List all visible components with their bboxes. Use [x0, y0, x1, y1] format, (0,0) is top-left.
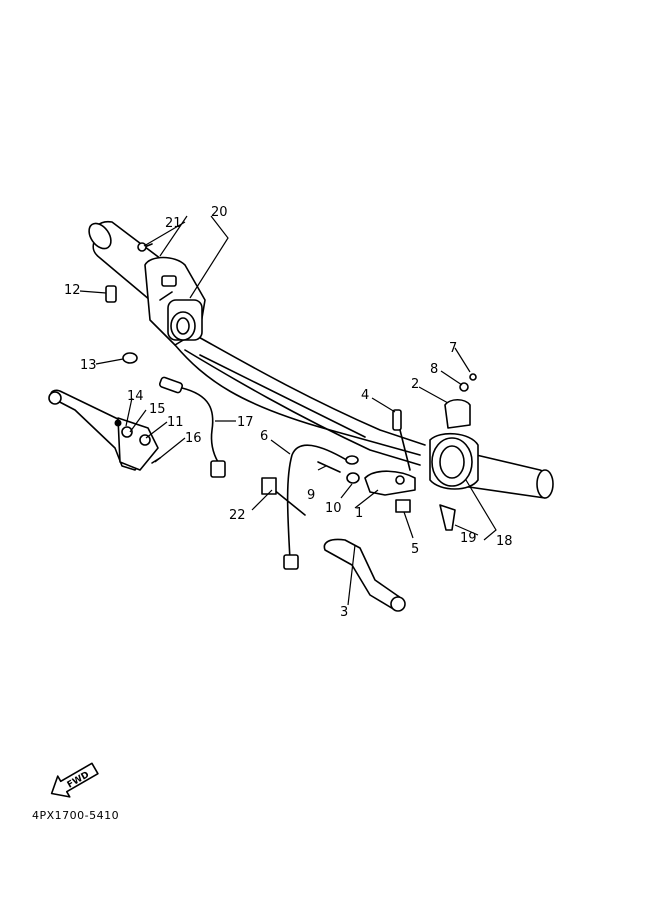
callout-7: 7 [449, 341, 457, 356]
callout-18: 18 [496, 534, 513, 549]
callout-labels: 1 2 3 4 5 6 7 8 9 10 11 12 13 14 15 16 1… [64, 205, 513, 620]
clutch-switch-cable [158, 376, 226, 478]
callout-11: 11 [167, 415, 184, 430]
callout-6: 6 [260, 429, 268, 444]
callout-22: 22 [229, 508, 246, 523]
callout-14: 14 [127, 389, 144, 404]
callout-15: 15 [149, 402, 166, 417]
callout-8: 8 [430, 362, 438, 377]
left-grip-switch-assembly [88, 220, 206, 346]
clutch-lever-assembly [48, 389, 161, 471]
callout-9: 9 [307, 488, 315, 503]
callout-12: 12 [64, 283, 81, 298]
callout-16: 16 [185, 431, 202, 446]
callout-5: 5 [411, 542, 419, 557]
callout-10: 10 [325, 501, 342, 516]
handlebar [174, 334, 426, 466]
callout-13: 13 [80, 358, 97, 373]
fwd-arrow: FWD [50, 762, 99, 798]
callout-2: 2 [411, 377, 419, 392]
throttle-grip-assembly [429, 398, 554, 531]
callout-19: 19 [460, 531, 477, 546]
callout-1: 1 [355, 506, 363, 521]
brake-lever-assembly [323, 409, 416, 612]
diagram-reference-code: 4PX1700-5410 [32, 809, 119, 822]
throttle-cable [261, 444, 351, 570]
fwd-arrow-icon [50, 762, 99, 798]
callout-20: 20 [211, 205, 228, 220]
callout-4: 4 [361, 388, 369, 403]
leader-lines [79, 215, 497, 606]
callout-3: 3 [340, 605, 348, 620]
callout-17: 17 [237, 415, 254, 430]
callout-21: 21 [165, 216, 182, 231]
